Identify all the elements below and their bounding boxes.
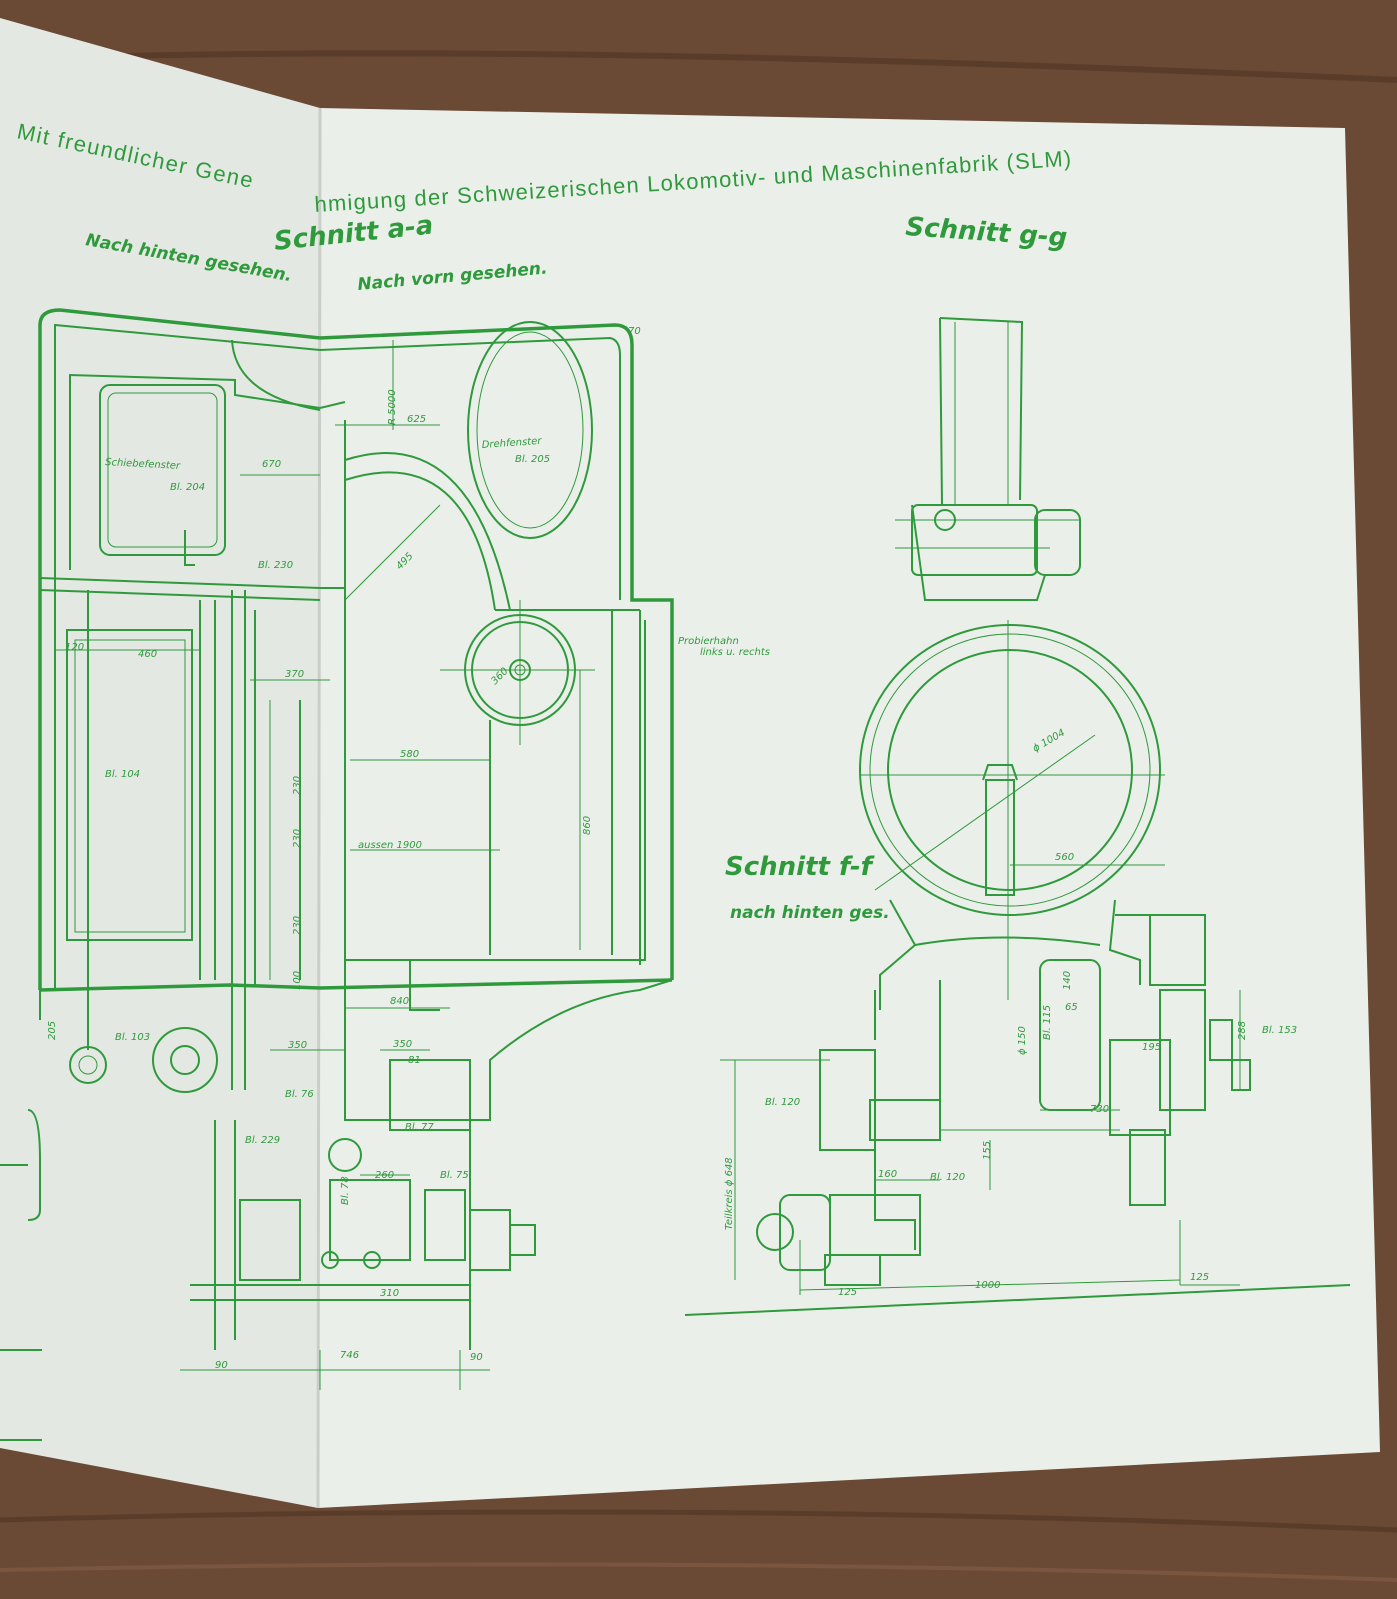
dim-580: 580 [400,749,419,760]
label-bl204: Bl. 204 [170,482,205,493]
label-bl205: Bl. 205 [515,454,550,465]
dim-560: 560 [1055,852,1074,863]
dim-125a: 125 [838,1287,857,1298]
dim-350b: 350 [393,1039,412,1050]
dim-670: 670 [262,459,281,470]
label-bl78: Bl. 78 [340,1176,351,1205]
dim-460: 460 [138,649,157,660]
dim-r5000: R 5000 [387,389,398,425]
dim-350a: 350 [288,1040,307,1051]
dim-230c: 230 [292,916,303,935]
label-drehfenster: Drehfenster [481,436,542,451]
dim-1000: 1000 [975,1280,1000,1291]
label-bl76: Bl. 76 [285,1089,314,1100]
dim-230a: 230 [292,776,303,795]
dim-90b: 90 [470,1352,483,1363]
dim-150: ϕ 150 [1017,1026,1028,1055]
label-bl75: Bl. 75 [440,1170,469,1181]
label-bl115: Bl. 115 [1042,1005,1053,1040]
boiler-section-drawing [684,317,1351,1316]
label-bl120a: Bl. 120 [765,1097,800,1108]
dim-310: 310 [380,1288,399,1299]
dim-90a: 90 [215,1360,228,1371]
dim-155: 155 [982,1141,993,1160]
label-bl120b: Bl. 120 [930,1172,965,1183]
label-aussen-1900: aussen 1900 [358,840,422,851]
label-links-rechts: links u. rechts [700,647,770,658]
label-bl104: Bl. 104 [105,769,140,780]
label-bl230: Bl. 230 [258,560,293,571]
label-teilkreis: Teilkreis ϕ 648 [724,1157,735,1230]
dim-65: 65 [1065,1002,1078,1013]
label-bl77: Bl. 77 [405,1122,434,1133]
dim-230b: 230 [292,829,303,848]
dim-625: 625 [407,414,426,425]
dim-860: 860 [582,816,593,835]
dim-160: 160 [878,1169,897,1180]
label-bl153: Bl. 153 [1262,1025,1297,1036]
dim-370: 370 [285,669,304,680]
drawing-labels: Schiebefenster Bl. 204 Drehfenster Bl. 2… [105,436,1297,1230]
page-spine [316,107,322,1509]
dim-195: 195 [1142,1042,1161,1053]
right-page [318,108,1380,1508]
section-ff-title: Schnitt f-f [725,852,876,882]
dim-125b: 125 [1190,1272,1209,1283]
dim-140a: 140 [1062,971,1073,990]
left-page [0,18,320,1508]
dim-288: 288 [1237,1021,1248,1040]
label-schiebefenster: Schiebefenster [105,457,181,472]
dim-81: 81 [408,1055,421,1066]
open-booklet [0,18,1380,1509]
dimension-values: R 5000 625 670 495 120 460 370 580 860 3… [47,326,1248,1371]
cab-section-drawing [0,308,674,1441]
dim-730: 730 [1090,1104,1109,1115]
label-bl103: Bl. 103 [115,1032,150,1043]
dim-746: 746 [340,1350,359,1361]
label-bl229: Bl. 229 [245,1135,280,1146]
dim-120: 120 [65,642,84,653]
dim-70: 70 [628,326,641,337]
dim-100: 100 [292,971,303,990]
dim-840: 840 [390,996,409,1007]
section-ff-caption: nach hinten ges. [730,903,890,923]
dim-205: 205 [47,1021,58,1040]
dim-260: 260 [375,1170,394,1181]
label-probierhahn: Probierhahn [678,636,739,647]
